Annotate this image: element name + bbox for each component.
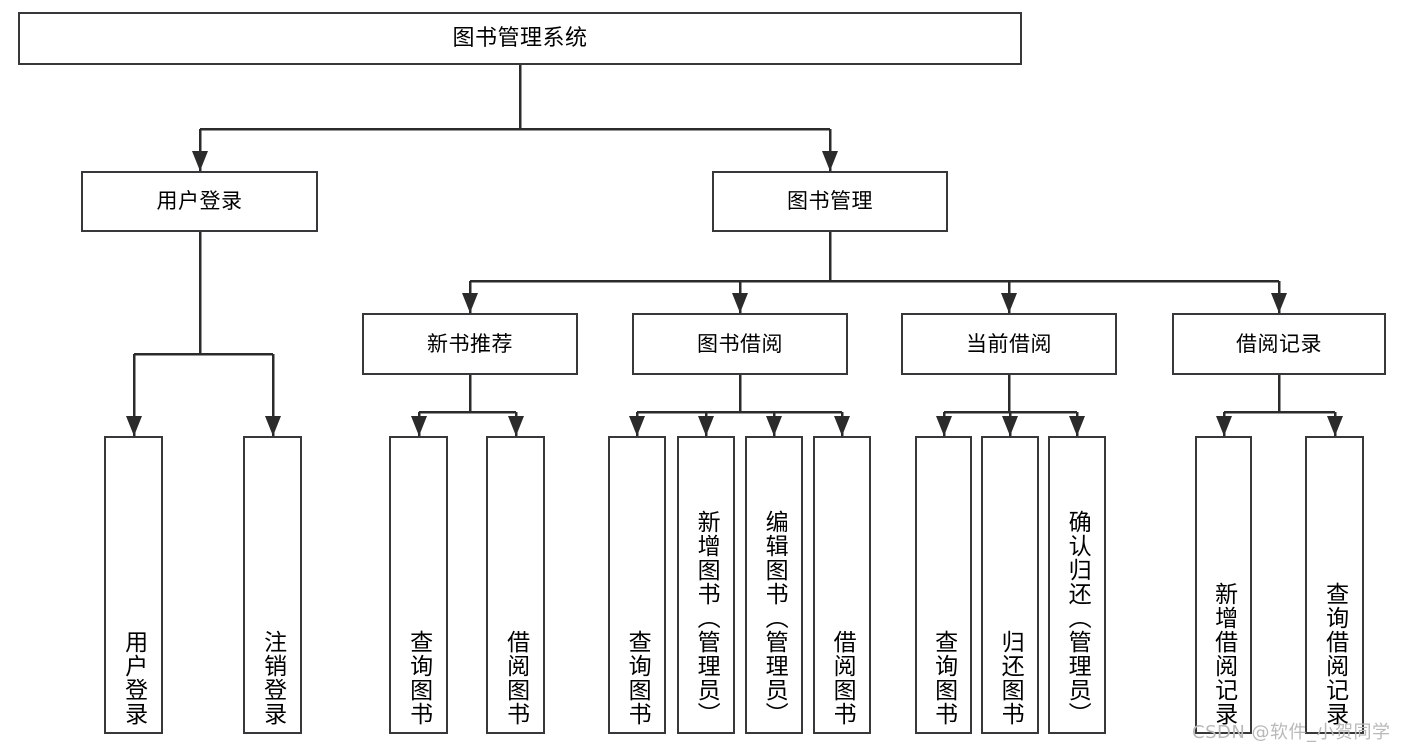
edge-arrowhead [1001, 293, 1017, 313]
edge-arrowhead [822, 151, 838, 171]
node-leaf-7[interactable]: 编辑图书（管理员） [745, 436, 803, 734]
edge-arrowhead [629, 416, 645, 436]
node-label: 图书管理系统 [452, 25, 588, 51]
node-leaf-3[interactable]: 查询图书 [389, 436, 448, 734]
node-label: 查询图书 [624, 630, 651, 726]
edge-arrowhead [1271, 293, 1287, 313]
node-book-mgmt[interactable]: 图书管理 [712, 171, 948, 232]
node-label: 图书管理 [787, 189, 873, 214]
edge-arrowhead [766, 416, 782, 436]
node-leaf-12[interactable]: 新增借阅记录 [1195, 436, 1252, 734]
node-leaf-4[interactable]: 借阅图书 [486, 436, 545, 734]
node-label: 借阅图书 [829, 630, 856, 726]
edge-arrowhead [732, 293, 748, 313]
node-user-login[interactable]: 用户登录 [81, 171, 318, 232]
node-leaf-13[interactable]: 查询借阅记录 [1305, 436, 1364, 734]
node-label: 确认归还（管理员） [1064, 510, 1091, 726]
edge-arrowhead [126, 416, 142, 436]
edge-arrowhead [698, 416, 714, 436]
node-label: 借阅图书 [502, 630, 529, 726]
edge-arrowhead [411, 416, 427, 436]
edge-arrowhead [834, 416, 850, 436]
node-label: 借阅记录 [1236, 331, 1322, 356]
node-label: 新书推荐 [427, 331, 513, 356]
node-root[interactable]: 图书管理系统 [18, 12, 1022, 65]
edge-arrowhead [508, 416, 524, 436]
watermark-text: CSDN @软件_小贺同学 [1192, 722, 1391, 743]
node-leaf-8[interactable]: 借阅图书 [813, 436, 871, 734]
node-leaf-10[interactable]: 归还图书 [981, 436, 1039, 734]
edge-arrowhead [936, 416, 952, 436]
node-label: 用户登录 [120, 630, 147, 726]
node-label: 图书借阅 [697, 331, 783, 356]
node-label: 新增图书（管理员） [693, 510, 720, 726]
node-leaf-6[interactable]: 新增图书（管理员） [677, 436, 735, 734]
node-label: 编辑图书（管理员） [761, 510, 788, 726]
node-leaf-9[interactable]: 查询图书 [915, 436, 972, 734]
node-label: 查询借阅记录 [1321, 582, 1348, 726]
node-leaf-1[interactable]: 用户登录 [104, 436, 163, 734]
edge-arrowhead [265, 416, 281, 436]
node-label: 查询图书 [930, 630, 957, 726]
node-label: 注销登录 [259, 630, 286, 726]
edge-arrowhead [1327, 416, 1343, 436]
node-leaf-2[interactable]: 注销登录 [243, 436, 302, 734]
node-label: 用户登录 [156, 189, 243, 214]
edge-arrowhead [462, 293, 478, 313]
node-label: 当前借阅 [966, 331, 1052, 356]
node-book-borrow[interactable]: 图书借阅 [632, 313, 848, 375]
node-label: 查询图书 [405, 630, 432, 726]
node-current-borrow[interactable]: 当前借阅 [901, 313, 1117, 375]
edge-arrowhead [1069, 416, 1085, 436]
edge-arrowhead [1216, 416, 1232, 436]
edge-arrowhead [192, 151, 208, 171]
node-leaf-5[interactable]: 查询图书 [608, 436, 666, 734]
node-label: 新增借阅记录 [1210, 582, 1237, 726]
edge-arrowhead [1002, 416, 1018, 436]
node-borrow-record[interactable]: 借阅记录 [1172, 313, 1386, 375]
node-label: 归还图书 [997, 630, 1024, 726]
node-leaf-11[interactable]: 确认归还（管理员） [1048, 436, 1106, 734]
node-new-book[interactable]: 新书推荐 [362, 313, 578, 375]
